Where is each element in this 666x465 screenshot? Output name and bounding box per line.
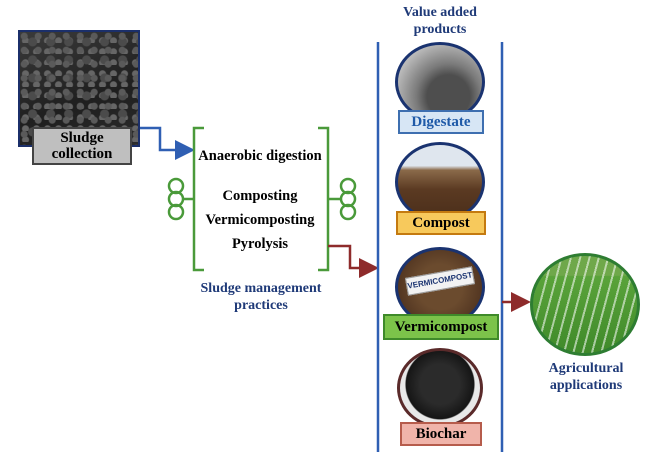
compost-photo bbox=[395, 142, 485, 222]
arrow-collection-to-practices bbox=[132, 126, 195, 160]
left-chain-icon bbox=[167, 177, 194, 221]
sludge-photo bbox=[18, 30, 140, 147]
practice-vermicomposting: Vermicomposting bbox=[205, 212, 315, 228]
vermicompost-label: Vermicompost bbox=[383, 314, 499, 340]
management-caption: Sludge management practices bbox=[200, 281, 322, 313]
digestate-photo bbox=[395, 42, 485, 122]
biochar-label: Biochar bbox=[400, 422, 482, 446]
practice-pyrolysis: Pyrolysis bbox=[231, 236, 289, 252]
digestate-label: Digestate bbox=[398, 110, 484, 134]
agriculture-caption: Agricultural applications bbox=[548, 361, 624, 393]
practice-composting: Composting bbox=[222, 188, 298, 204]
arrow-practices-to-products bbox=[328, 244, 379, 278]
sludge-collection-label: Sludge collection bbox=[32, 127, 132, 165]
practice-anaerobic-digestion: Anaerobic digestion bbox=[198, 148, 322, 164]
compost-label: Compost bbox=[396, 211, 486, 235]
right-chain-icon bbox=[328, 177, 357, 221]
agriculture-photo bbox=[530, 253, 640, 356]
biochar-photo bbox=[397, 348, 483, 428]
products-heading: Value added products bbox=[403, 5, 477, 37]
